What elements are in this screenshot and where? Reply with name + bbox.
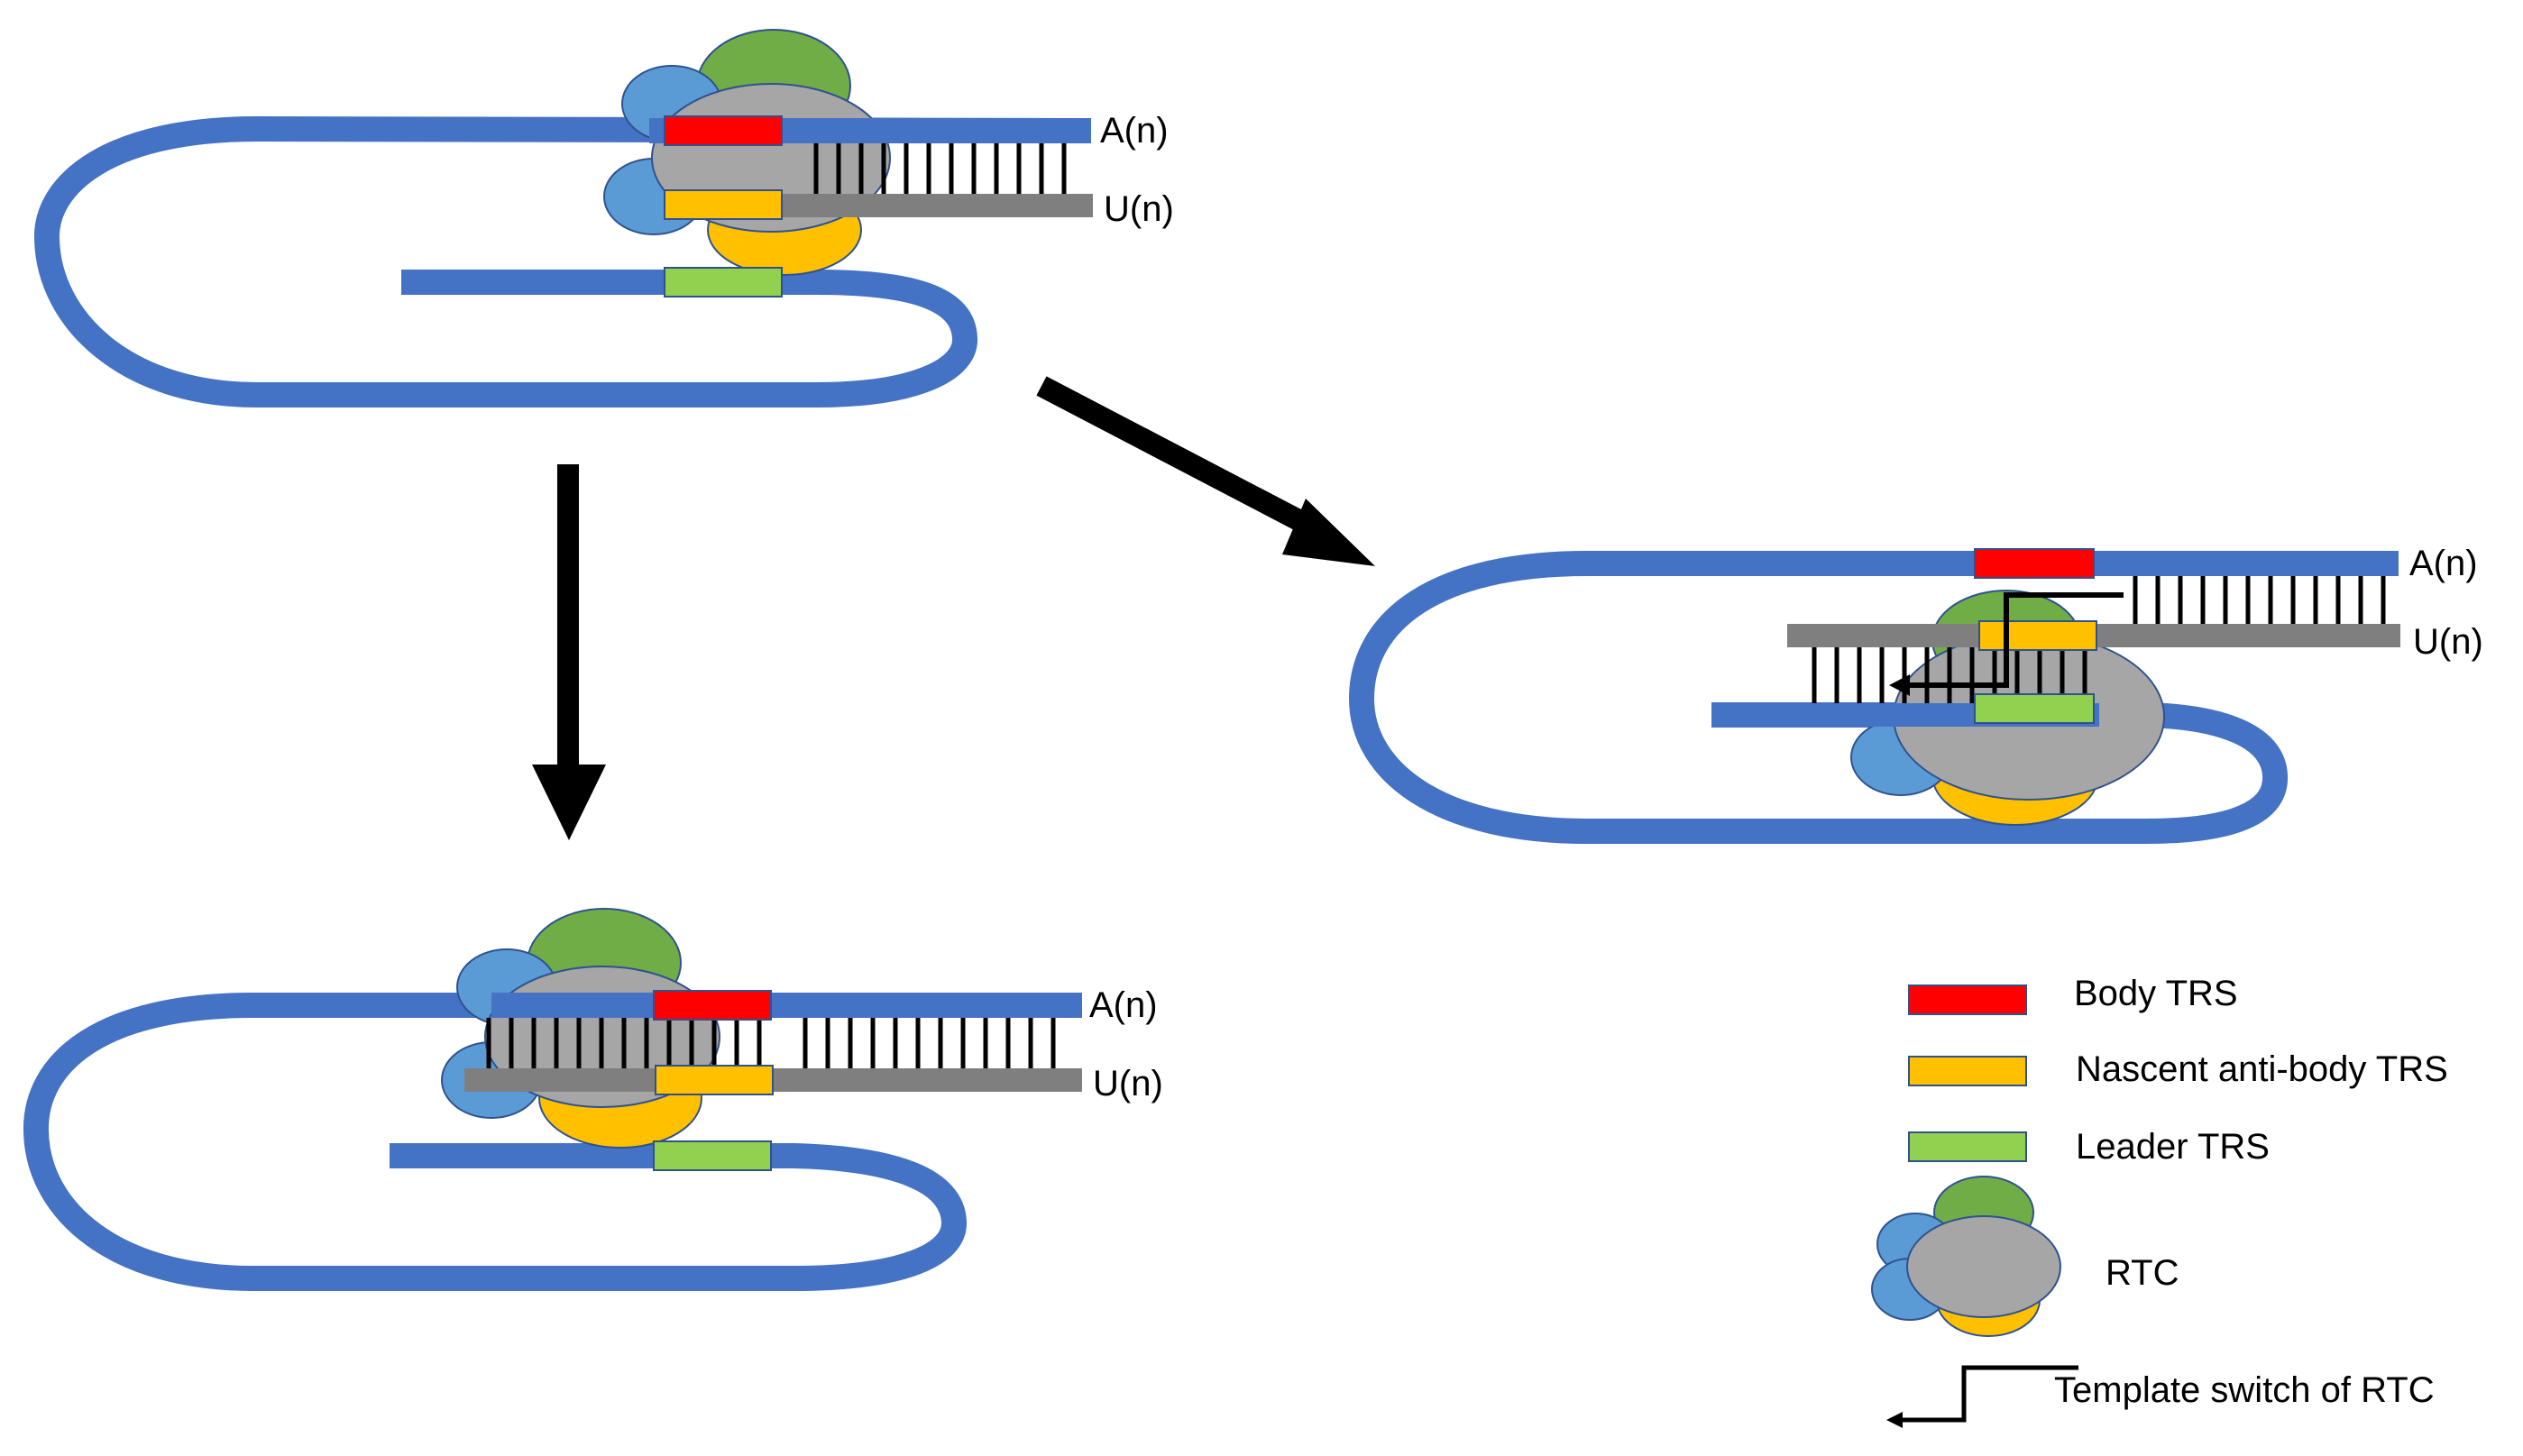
legend-swatch-body-trs [1908, 984, 2027, 1015]
legend-item-nascent-anti-body-trs: Nascent anti-body TRS [1908, 1049, 2448, 1089]
base-pairs-left [486, 1018, 762, 1068]
nascent-anti-body-trs [664, 189, 783, 220]
nascent-anti-body-trs [655, 1065, 774, 1095]
rna-strand-top-segment [491, 993, 1082, 1018]
panel-bottom-left: A(n) U(n) [23, 908, 1163, 1291]
rna-template-strand [34, 115, 1092, 407]
panel-right: A(n) U(n) [1348, 544, 2483, 844]
arrow-down [532, 464, 606, 840]
strand-label-a: A(n) [1089, 985, 1158, 1025]
strand-label-u: U(n) [2413, 622, 2483, 662]
strand-label-a: A(n) [2409, 544, 2478, 583]
legend-rtc-grey [1906, 1215, 2061, 1318]
strand-label-u: U(n) [1104, 189, 1174, 229]
legend-label-rtc: RTC [2106, 1253, 2179, 1293]
rna-template-strand [1348, 551, 2399, 844]
legend-label-template-switch: Template switch of RTC [2054, 1370, 2435, 1410]
legend-label-leader-trs: Leader TRS [2076, 1127, 2270, 1167]
nascent-anti-body-trs [1978, 620, 2097, 651]
legend-item-body-trs: Body TRS [1908, 974, 2238, 1015]
legend-item-rtc: RTC [1871, 1176, 2179, 1337]
body-trs [664, 115, 783, 146]
legend-label-body-trs: Body TRS [2074, 974, 2238, 1013]
base-pairs-upper [2133, 576, 2386, 624]
legend-item-template-switch: Template switch of RTC [1886, 1365, 2435, 1428]
base-pairs [813, 143, 1067, 194]
body-trs [1974, 548, 2095, 579]
legend-swatch-nascent-anti-body-trs [1908, 1056, 2027, 1086]
arrow-diagonal [1036, 376, 1375, 566]
leader-trs [653, 1140, 772, 1171]
legend: Body TRS Nascent anti-body TRS Leader TR… [1871, 974, 2448, 1428]
panel-top-left: A(n) U(n) [34, 29, 1174, 407]
body-trs [653, 990, 772, 1021]
legend-swatch-leader-trs [1908, 1131, 2027, 1162]
strand-label-a: A(n) [1100, 111, 1169, 151]
legend-item-leader-trs: Leader TRS [1908, 1127, 2270, 1167]
leader-trs [664, 267, 783, 298]
legend-rtc-icon [1871, 1176, 2061, 1337]
leader-trs [1974, 693, 2095, 724]
rtc-complex [603, 29, 891, 276]
base-pairs-right [803, 1018, 1056, 1068]
template-switch-path [1889, 592, 2124, 696]
legend-label-nascent-anti-body-trs: Nascent anti-body TRS [2076, 1049, 2448, 1089]
template-switch-icon [1886, 1365, 2078, 1428]
strand-label-u: U(n) [1093, 1064, 1163, 1103]
rna-template-strand [23, 993, 1080, 1291]
